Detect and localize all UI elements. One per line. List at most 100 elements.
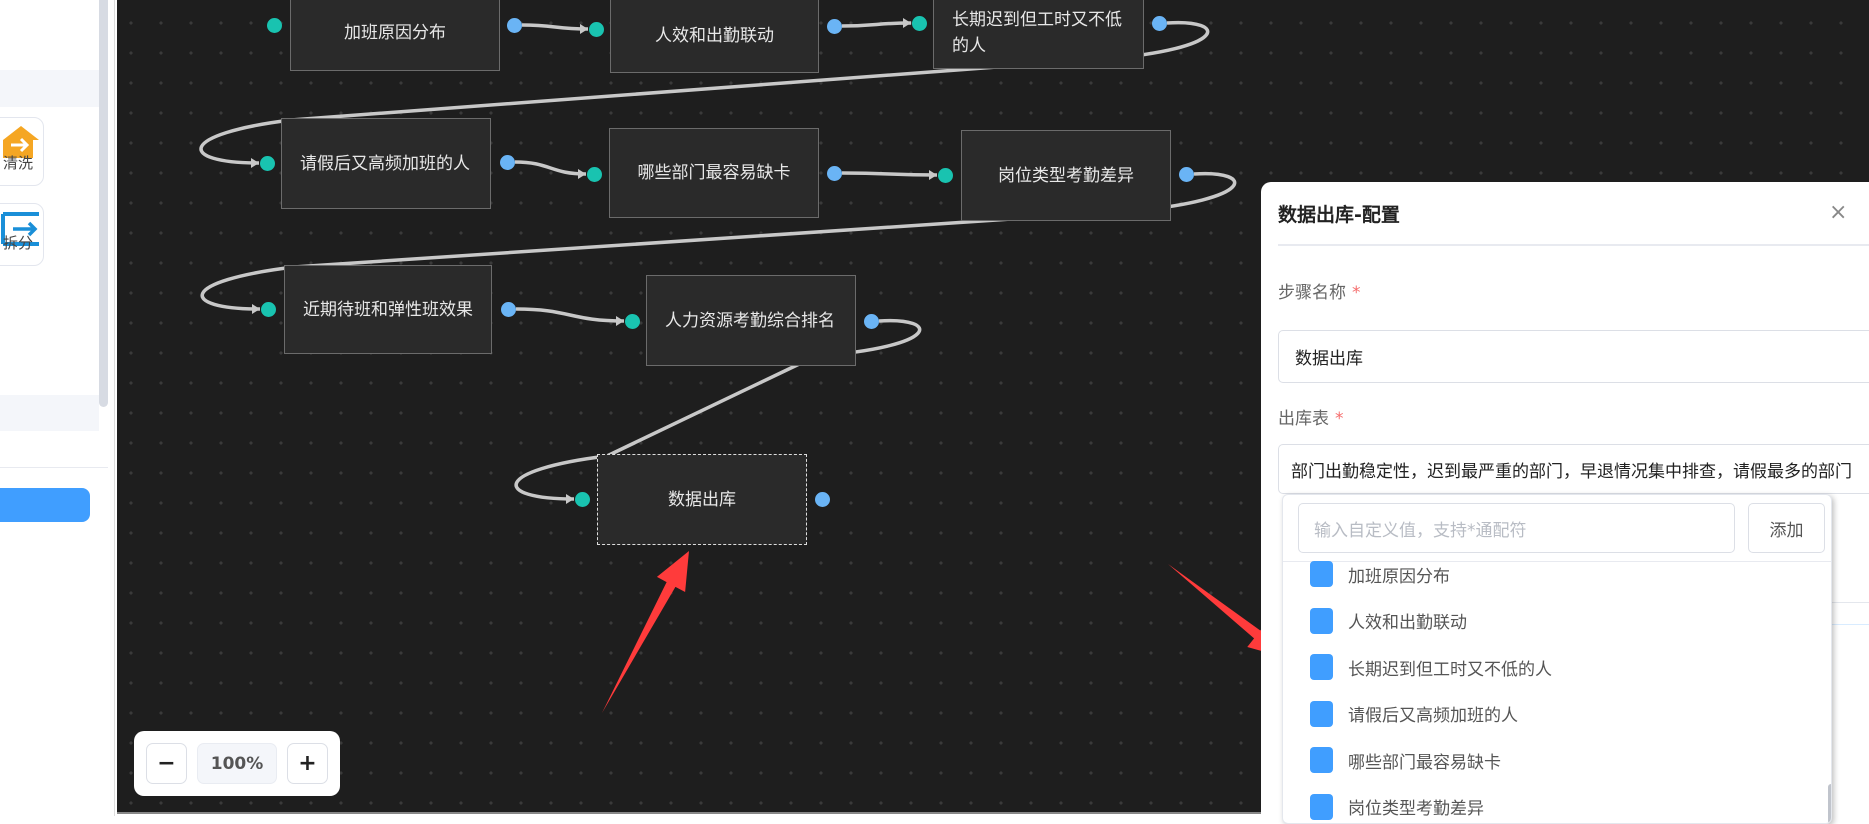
zoom-out-button[interactable]: − (146, 743, 187, 784)
card-label: 清洗 (2, 154, 33, 172)
output-port[interactable] (864, 314, 879, 329)
panel-title: 数据出库-配置 (1278, 204, 1400, 226)
output-port[interactable] (507, 18, 522, 33)
edge-arrowhead (580, 24, 588, 34)
input-port[interactable] (260, 156, 275, 171)
annotation-arrow-icon (602, 551, 689, 713)
component-card-clean[interactable]: 清洗 (0, 117, 44, 186)
divider (0, 467, 108, 468)
node-label: 长期迟到但工时又不低的人 (952, 9, 1122, 56)
edge-arrowhead (929, 170, 937, 180)
output-table-label: 出库表 * (1278, 404, 1344, 429)
annotation-arrows (602, 551, 1287, 713)
zoom-in-button[interactable]: + (287, 743, 328, 784)
edge[interactable] (841, 171, 938, 177)
split-arrow-icon (1, 212, 39, 246)
output-port[interactable] (827, 19, 842, 34)
flow-node[interactable]: 人效和出勤联动 (610, 0, 819, 73)
step-name-input[interactable]: 数据出库 (1278, 330, 1869, 383)
zoom-level: 100% (197, 743, 277, 784)
sidebar-group-header (0, 395, 99, 431)
edge[interactable] (521, 23, 589, 31)
divider (1283, 561, 1831, 562)
output-port[interactable] (500, 155, 515, 170)
edge-arrowhead (251, 158, 259, 168)
flow-node[interactable]: 长期迟到但工时又不低的人 (933, 0, 1144, 69)
node-label: 数据出库 (668, 489, 736, 510)
checkbox[interactable] (1310, 654, 1333, 680)
node-label: 岗位类型考勤差异 (998, 165, 1134, 186)
output-port[interactable] (827, 166, 842, 181)
flow-node[interactable]: 哪些部门最容易缺卡 (609, 128, 819, 218)
option-label: 岗位类型考勤差异 (1348, 799, 1484, 819)
input-port[interactable] (575, 492, 590, 507)
edge[interactable] (841, 21, 912, 28)
dropdown-option[interactable]: 哪些部门最容易缺卡 (1310, 745, 1501, 775)
checkbox[interactable] (1310, 561, 1333, 587)
checkbox[interactable] (1310, 607, 1333, 634)
input-port[interactable] (261, 302, 276, 317)
divider (1832, 624, 1869, 625)
checkbox[interactable] (1310, 747, 1333, 773)
node-label: 请假后又高频加班的人 (300, 153, 470, 174)
add-button[interactable]: 添加 (1748, 503, 1825, 553)
dropdown-option[interactable]: 长期迟到但工时又不低的人 (1310, 652, 1552, 682)
checkbox[interactable] (1310, 793, 1333, 820)
custom-value-input[interactable]: 输入自定义值，支持*通配符 (1298, 503, 1735, 553)
edge-arrowhead (252, 304, 260, 314)
node-label: 人效和出勤联动 (655, 25, 774, 46)
node-label: 人力资源考勤综合排名 (665, 310, 835, 331)
component-card-split[interactable]: 拆分 (0, 203, 44, 266)
input-port[interactable] (625, 314, 640, 329)
sidebar-scrollbar[interactable] (99, 0, 108, 407)
close-icon[interactable]: × (1829, 200, 1848, 225)
required-mark: * (1335, 409, 1344, 429)
option-label: 请假后又高频加班的人 (1348, 706, 1518, 726)
step-name-label: 步骤名称 * (1278, 278, 1361, 303)
flow-node[interactable]: 请假后又高频加班的人 (281, 118, 491, 209)
dropdown-option[interactable]: 请假后又高频加班的人 (1310, 699, 1518, 729)
zoom-control: − 100% + (134, 731, 340, 796)
option-label: 哪些部门最容易缺卡 (1348, 752, 1501, 773)
dropdown-scrollbar[interactable] (1828, 784, 1831, 823)
edge-arrowhead (903, 18, 911, 28)
dropdown-option[interactable]: 加班原因分布 (1310, 559, 1450, 589)
output-table-select[interactable]: 部门出勤稳定性，迟到最严重的部门，早退情况集中排查，请假最多的部门 (1278, 444, 1869, 494)
annotation-arrow-icon (1168, 564, 1287, 658)
input-port[interactable] (589, 22, 604, 37)
flow-node[interactable]: 近期待班和弹性班效果 (284, 265, 492, 354)
input-port[interactable] (267, 18, 282, 33)
component-sidebar: 清洗 拆分 (0, 0, 115, 816)
flow-node[interactable]: 岗位类型考勤差异 (961, 130, 1171, 221)
label-text: 出库表 (1278, 409, 1329, 429)
dropdown-option[interactable]: 岗位类型考勤差异 (1310, 792, 1484, 822)
input-port[interactable] (938, 168, 953, 183)
output-port[interactable] (1152, 16, 1167, 31)
edge[interactable] (514, 160, 587, 176)
flow-node[interactable]: 加班原因分布 (290, 0, 500, 71)
flow-node[interactable]: 人力资源考勤综合排名 (646, 275, 856, 366)
output-table-dropdown: 输入自定义值，支持*通配符 添加 加班原因分布人效和出勤联动长期迟到但工时又不低… (1282, 494, 1832, 824)
option-label: 加班原因分布 (1348, 566, 1450, 587)
label-text: 步骤名称 (1278, 283, 1346, 303)
option-label: 人效和出勤联动 (1348, 613, 1467, 633)
required-mark: * (1352, 283, 1361, 303)
edge-arrowhead (616, 316, 624, 326)
edge-arrowhead (566, 494, 574, 504)
sidebar-group-header (0, 70, 99, 107)
input-port[interactable] (587, 167, 602, 182)
divider (1832, 602, 1869, 603)
output-port[interactable] (501, 302, 516, 317)
primary-button[interactable] (0, 488, 90, 522)
output-port[interactable] (1179, 167, 1194, 182)
house-arrow-icon (3, 126, 39, 158)
output-port[interactable] (815, 492, 830, 507)
node-label: 加班原因分布 (344, 23, 446, 43)
input-port[interactable] (912, 16, 927, 31)
edge-arrowhead (578, 169, 586, 179)
dropdown-option[interactable]: 人效和出勤联动 (1310, 606, 1467, 636)
option-label: 长期迟到但工时又不低的人 (1348, 659, 1552, 680)
flow-node[interactable]: 数据出库 (597, 454, 807, 545)
edge[interactable] (515, 307, 625, 323)
checkbox[interactable] (1310, 700, 1333, 727)
